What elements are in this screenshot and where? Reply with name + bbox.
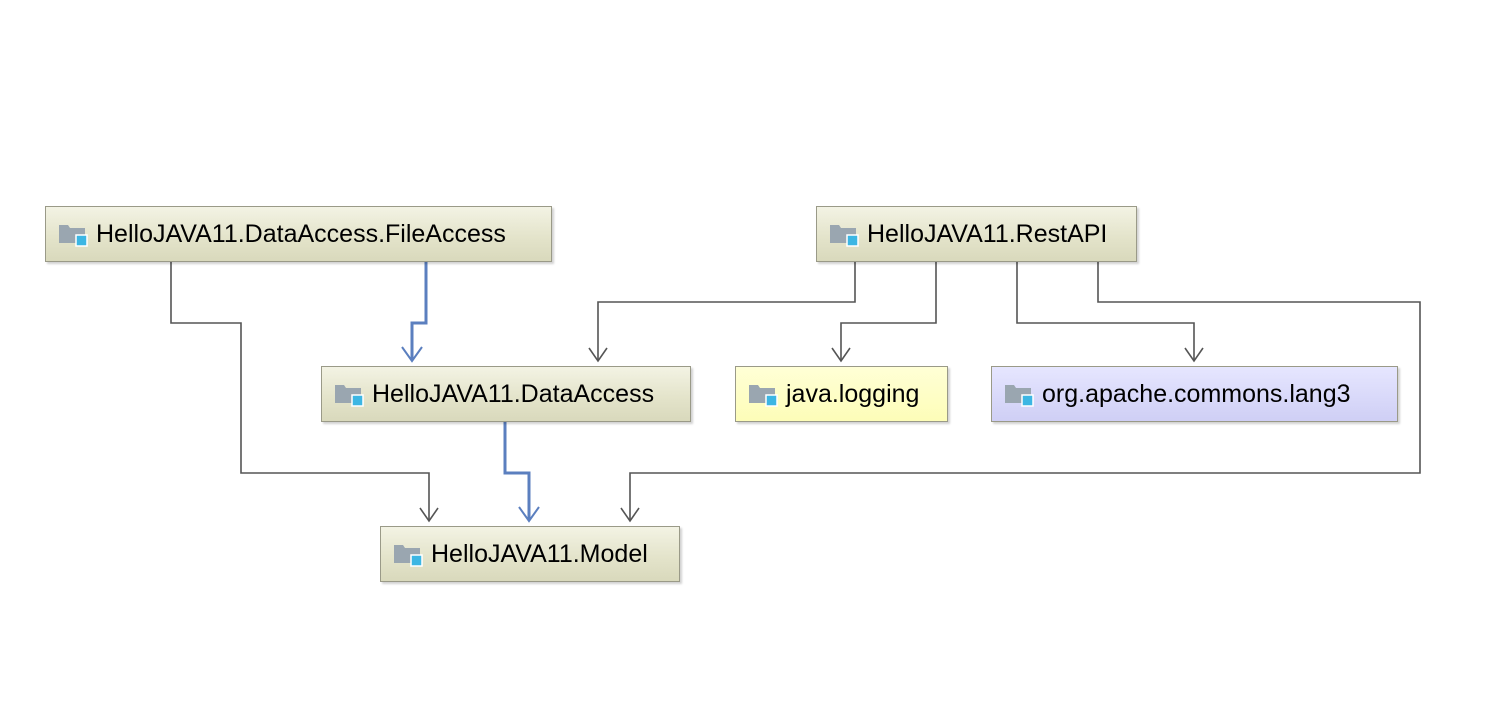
module-label: org.apache.commons.lang3 bbox=[1042, 379, 1351, 408]
module-folder-icon bbox=[393, 541, 423, 567]
module-node-model[interactable]: HelloJAVA11.Model bbox=[380, 526, 680, 582]
module-folder-icon bbox=[829, 221, 859, 247]
module-folder-icon bbox=[334, 381, 364, 407]
edge-restapi-to-dataaccess bbox=[588, 262, 856, 363]
module-node-java-logging[interactable]: java.logging bbox=[735, 366, 948, 422]
arrowhead bbox=[401, 346, 423, 363]
edge-fileaccess-to-model bbox=[170, 262, 439, 523]
module-node-fileaccess[interactable]: HelloJAVA11.DataAccess.FileAccess bbox=[45, 206, 552, 262]
module-folder-icon bbox=[1004, 381, 1034, 407]
module-node-commons-lang3[interactable]: org.apache.commons.lang3 bbox=[991, 366, 1398, 422]
module-label: java.logging bbox=[786, 379, 920, 408]
arrowhead bbox=[419, 507, 439, 523]
arrowhead bbox=[588, 347, 608, 363]
module-label: HelloJAVA11.DataAccess bbox=[372, 379, 655, 408]
module-label: HelloJAVA11.DataAccess.FileAccess bbox=[96, 219, 506, 248]
arrowhead bbox=[518, 506, 540, 523]
edge-restapi-to-model bbox=[620, 262, 1421, 523]
edge-fileaccess-to-dataaccess bbox=[401, 262, 428, 363]
module-label: HelloJAVA11.RestAPI bbox=[867, 219, 1108, 248]
arrowhead bbox=[620, 507, 640, 523]
module-label: HelloJAVA11.Model bbox=[431, 539, 648, 568]
edge-dataaccess-to-model bbox=[503, 422, 540, 523]
edge-restapi-to-logging bbox=[831, 262, 937, 363]
module-node-dataaccess[interactable]: HelloJAVA11.DataAccess bbox=[321, 366, 691, 422]
arrowhead bbox=[1184, 347, 1204, 363]
edge-restapi-to-lang3 bbox=[1016, 262, 1204, 363]
module-folder-icon bbox=[748, 381, 778, 407]
module-node-restapi[interactable]: HelloJAVA11.RestAPI bbox=[816, 206, 1137, 262]
arrowhead bbox=[831, 347, 851, 363]
module-folder-icon bbox=[58, 221, 88, 247]
